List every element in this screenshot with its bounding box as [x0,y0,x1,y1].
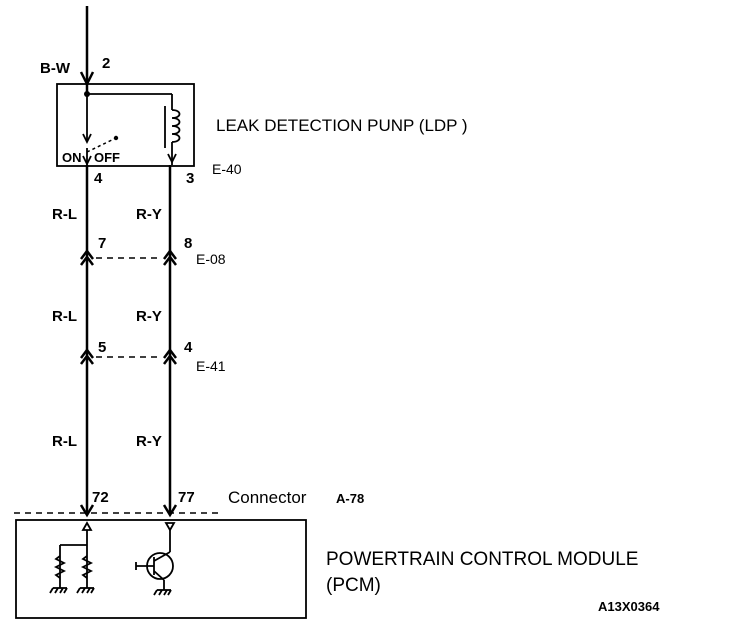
wire-color-left: R-L [52,206,77,223]
ldp-pin-right: 3 [186,170,194,187]
pcm-connector-id: A-78 [336,491,364,506]
ldp-switch-on-label: ON [62,150,82,165]
ldp-pin-in: 2 [102,55,110,72]
connector-e-08-pin-left: 7 [98,235,106,252]
connector-e-08 [80,248,177,266]
connector-e-41-pin-left: 5 [98,339,106,356]
wire-color-right: R-Y [136,206,162,223]
pcm-connector-arrow [162,504,178,518]
switch-icon [82,135,119,167]
wire-input-color: B-W [40,60,71,77]
connector-e-41-id: E-41 [196,358,226,374]
connector-e-08-id: E-08 [196,251,226,267]
wire-color-right: R-Y [136,433,162,450]
pcm-pin-left: 72 [92,489,109,506]
connector-e-41-pin-right: 4 [184,339,193,356]
ldp-switch-off-label: OFF [94,150,120,165]
wire-color-left: R-L [52,433,77,450]
pcm-pin-right: 77 [178,489,195,506]
switch-arrow [82,133,92,145]
transistor-icon [135,522,176,596]
resistor-circuit-icon [49,521,95,594]
wire-color-left: R-L [52,308,77,325]
figure-code: A13X0364 [598,599,660,614]
pcm-title-line2: (PCM) [326,575,381,596]
ldp-pin-left: 4 [94,170,103,187]
pcm-connector-arrow [79,504,95,518]
ldp-title: LEAK DETECTION PUNP (LDP ) [216,116,468,135]
connector-e-08-pin-right: 8 [184,235,192,252]
pcm-box [15,519,307,619]
wire-color-right: R-Y [136,308,162,325]
connector-e-41 [80,347,177,365]
pcm-connector-word: Connector [228,488,307,507]
ldp-connector-id: E-40 [212,161,242,177]
ldp-box [56,83,195,167]
pcm-title-line1: POWERTRAIN CONTROL MODULE [326,549,638,570]
coil-icon [164,106,181,165]
